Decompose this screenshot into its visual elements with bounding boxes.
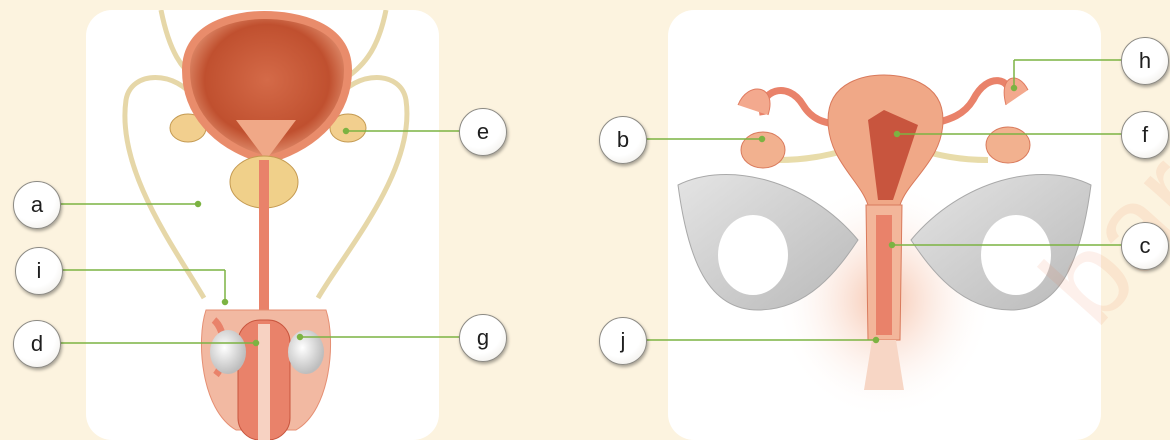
vaginal-canal [876,215,892,335]
label-g: g [459,314,507,362]
label-j: j [599,317,647,365]
label-f: f [1121,111,1169,159]
label-i: i [15,247,63,295]
urethra [259,160,269,320]
ovary-left [741,132,785,168]
fimbriae-left [738,89,770,115]
label-d: d [13,320,61,368]
label-h: h [1121,37,1169,85]
male-anatomy-panel [86,10,439,440]
penile-urethra [258,324,270,440]
label-c: c [1121,222,1169,270]
obturator-left [718,215,788,295]
ovary-right [986,127,1030,163]
female-reproductive-illustration [668,10,1101,440]
label-a: a [13,181,61,229]
testis-left [210,330,246,374]
fimbriae-right [1004,78,1028,105]
obturator-right [981,215,1051,295]
label-b: b [599,116,647,164]
label-e: e [459,108,507,156]
female-anatomy-panel [668,10,1101,440]
testis-right [288,330,324,374]
male-reproductive-illustration [86,10,439,440]
